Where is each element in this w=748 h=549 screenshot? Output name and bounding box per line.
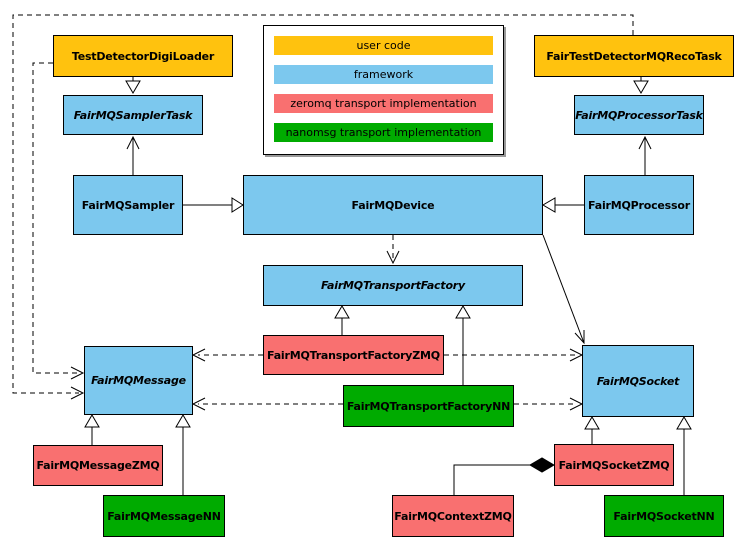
node-testdetectordigiloader: TestDetectorDigiLoader xyxy=(53,35,233,77)
node-fairmqtransportfactorynn: FairMQTransportFactoryNN xyxy=(343,385,514,427)
node-fairmqtransportfactory: FairMQTransportFactory xyxy=(263,265,523,306)
edge-device-transportfactory xyxy=(386,235,400,265)
edge-messagezmq-message xyxy=(84,414,100,445)
node-fairmqsocketzmq: FairMQSocketZMQ xyxy=(554,444,674,486)
legend-item-zeromq: zeromq transport implementation xyxy=(274,94,493,113)
node-fairmqsocket: FairMQSocket xyxy=(582,345,694,417)
node-fairmqmessagenn: FairMQMessageNN xyxy=(103,495,225,537)
legend: user code framework zeromq transport imp… xyxy=(263,25,504,155)
edge-processor-processortask xyxy=(638,135,652,175)
edge-socketzmq-socket xyxy=(584,416,600,444)
legend-item-nanomsg: nanomsg transport implementation xyxy=(274,123,493,142)
node-fairmqmessagezmq: FairMQMessageZMQ xyxy=(33,445,163,486)
node-fairmqprocessortask: FairMQProcessorTask xyxy=(574,95,704,135)
node-fairmqsamplertask: FairMQSamplerTask xyxy=(63,95,203,135)
node-fairmqprocessor: FairMQProcessor xyxy=(584,175,694,235)
node-fairmqtransportfactoryzmq: FairMQTransportFactoryZMQ xyxy=(263,335,444,375)
node-fairmqsocketnn: FairMQSocketNN xyxy=(604,495,724,537)
edge-factoryzmq-factory xyxy=(334,305,350,335)
edge-factorynn-factory xyxy=(455,305,471,385)
edge-messagenn-message xyxy=(175,414,191,495)
edge-socketnn-socket xyxy=(676,416,692,495)
edge-recotask-processortask xyxy=(633,77,649,94)
node-fairmqcontextzmq: FairMQContextZMQ xyxy=(392,495,514,537)
edge-recotask-message xyxy=(12,14,634,400)
edge-sampler-samplertask xyxy=(126,135,140,175)
edge-contextzmq-socketzmq xyxy=(453,457,555,495)
node-fairmqsampler: FairMQSampler xyxy=(73,175,183,235)
edge-digiloader-message xyxy=(32,62,85,380)
edge-sampler-device xyxy=(183,197,244,213)
legend-item-user-code: user code xyxy=(274,36,493,55)
edge-digiloader-samplertask xyxy=(125,77,141,94)
legend-item-framework: framework xyxy=(274,65,493,84)
node-fairmqdevice: FairMQDevice xyxy=(243,175,543,235)
node-fairtestdetectormqrecotask: FairTestDetectorMQRecoTask xyxy=(534,35,734,77)
edge-factoryzmq-socket xyxy=(444,348,584,362)
edge-device-socket xyxy=(542,234,585,345)
edge-factoryzmq-message xyxy=(191,348,263,362)
edge-factorynn-message xyxy=(191,397,343,411)
edge-processor-device xyxy=(542,197,584,213)
node-fairmqmessage: FairMQMessage xyxy=(84,346,193,415)
edge-factorynn-socket xyxy=(514,397,584,411)
